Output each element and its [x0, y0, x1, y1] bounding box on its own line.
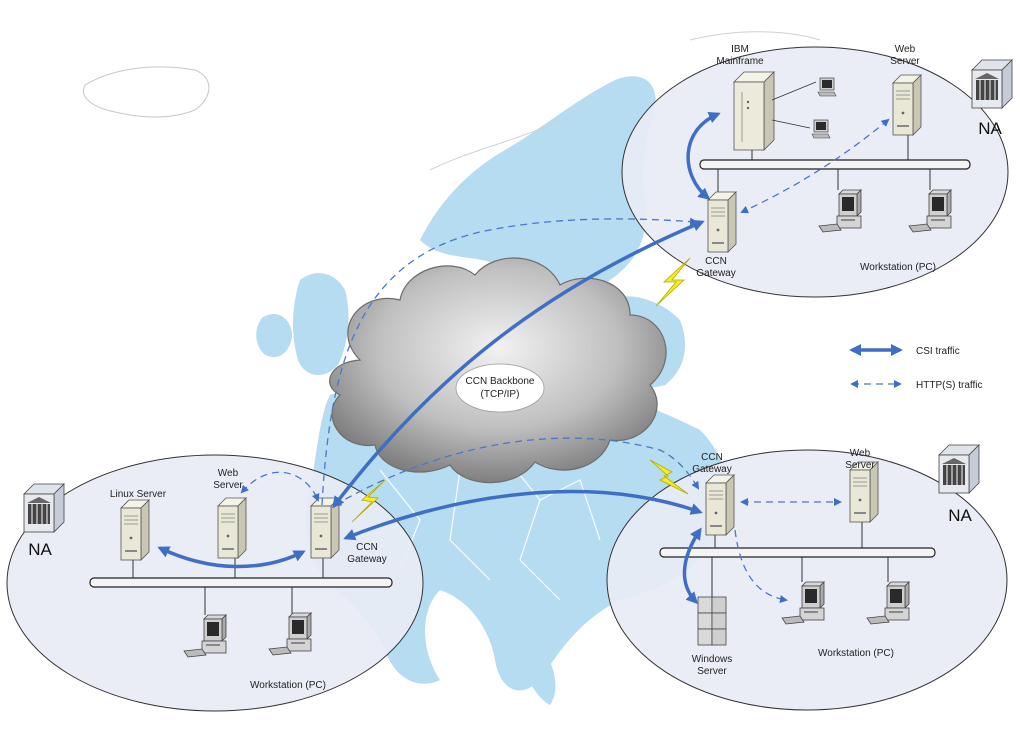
http-se-gateway-ws [734, 529, 788, 603]
w-ws-label: Workstation (PC) [250, 680, 326, 691]
se-gw-label-1: CCN [701, 452, 723, 463]
se-win-label-2: Server [697, 666, 727, 677]
w-web-server-icon [217, 497, 247, 559]
se-na-label: NA [948, 506, 972, 525]
italy-shape [505, 600, 556, 705]
legend: CSI traffic HTTP(S) traffic [849, 344, 982, 391]
se-web-label-2: Server [845, 460, 875, 471]
linux-server-icon [120, 499, 150, 561]
csi-ne-mainframe-gateway [686, 111, 721, 200]
se-web-server-icon [849, 461, 879, 523]
site-w-lan-bar [89, 577, 393, 588]
cloud-label-line1: CCN Backbone [466, 376, 535, 387]
terminal-icon-1 [817, 77, 837, 97]
ne-mainframe-label-2: Mainframe [716, 56, 764, 67]
w-na-label: NA [28, 540, 52, 559]
iceland-outline [82, 66, 210, 118]
w-linux-label: Linux Server [110, 489, 167, 500]
se-gw-label-2: Gateway [692, 464, 731, 475]
se-ws-label: Workstation (PC) [818, 648, 894, 659]
se-na-building-icon [938, 444, 980, 494]
w-gw-label-2: Gateway [347, 554, 386, 565]
cloud-label-line2: (TCP/IP) [481, 389, 520, 400]
site-se-lan-bar [659, 547, 936, 558]
w-gw-label-1: CCN [356, 542, 378, 553]
lightning-bolt-ne [655, 257, 691, 307]
ireland-shape [256, 314, 292, 358]
w-na-building-icon [23, 483, 65, 533]
se-win-label-1: Windows [692, 654, 733, 665]
legend-csi-label: CSI traffic [916, 346, 960, 357]
http-ne-web-gateway [740, 118, 890, 214]
british-isles-shape [293, 273, 349, 376]
ne-web-label-2: Server [890, 56, 920, 67]
http-w-gateway-se-gateway [333, 437, 700, 507]
w-web-label-1: Web [218, 468, 239, 479]
ne-web-label-1: Web [895, 44, 916, 55]
ne-ccn-gateway-icon [707, 191, 737, 253]
ne-mainframe-label-1: IBM [731, 44, 749, 55]
ibm-mainframe-icon [733, 71, 775, 151]
csi-se-gateway-windows [682, 527, 702, 605]
se-web-label-1: Web [850, 448, 871, 459]
http-w-web-gateway [240, 471, 320, 502]
csi-w-gateway-ne-gateway [332, 219, 705, 509]
w-ccn-gateway-icon [310, 497, 340, 559]
windows-server-icon [697, 596, 727, 646]
se-ccn-gateway-icon [705, 474, 735, 536]
http-w-gateway-ne-gateway [321, 217, 698, 506]
site-ne-lan-bar [699, 159, 971, 170]
terminal-icon-2 [811, 119, 831, 139]
ne-na-building-icon [971, 59, 1013, 109]
csi-w-linux-gateway [157, 546, 306, 569]
ne-gw-label-2: Gateway [696, 268, 735, 279]
http-traffic-arrows [240, 118, 890, 603]
w-web-label-2: Server [213, 480, 243, 491]
legend-http-label: HTTP(S) traffic [916, 380, 982, 391]
ne-web-server-icon [892, 74, 922, 136]
ne-ws-label: Workstation (PC) [860, 262, 936, 273]
ne-na-label: NA [978, 119, 1002, 138]
ne-gw-label-1: CCN [705, 256, 727, 267]
